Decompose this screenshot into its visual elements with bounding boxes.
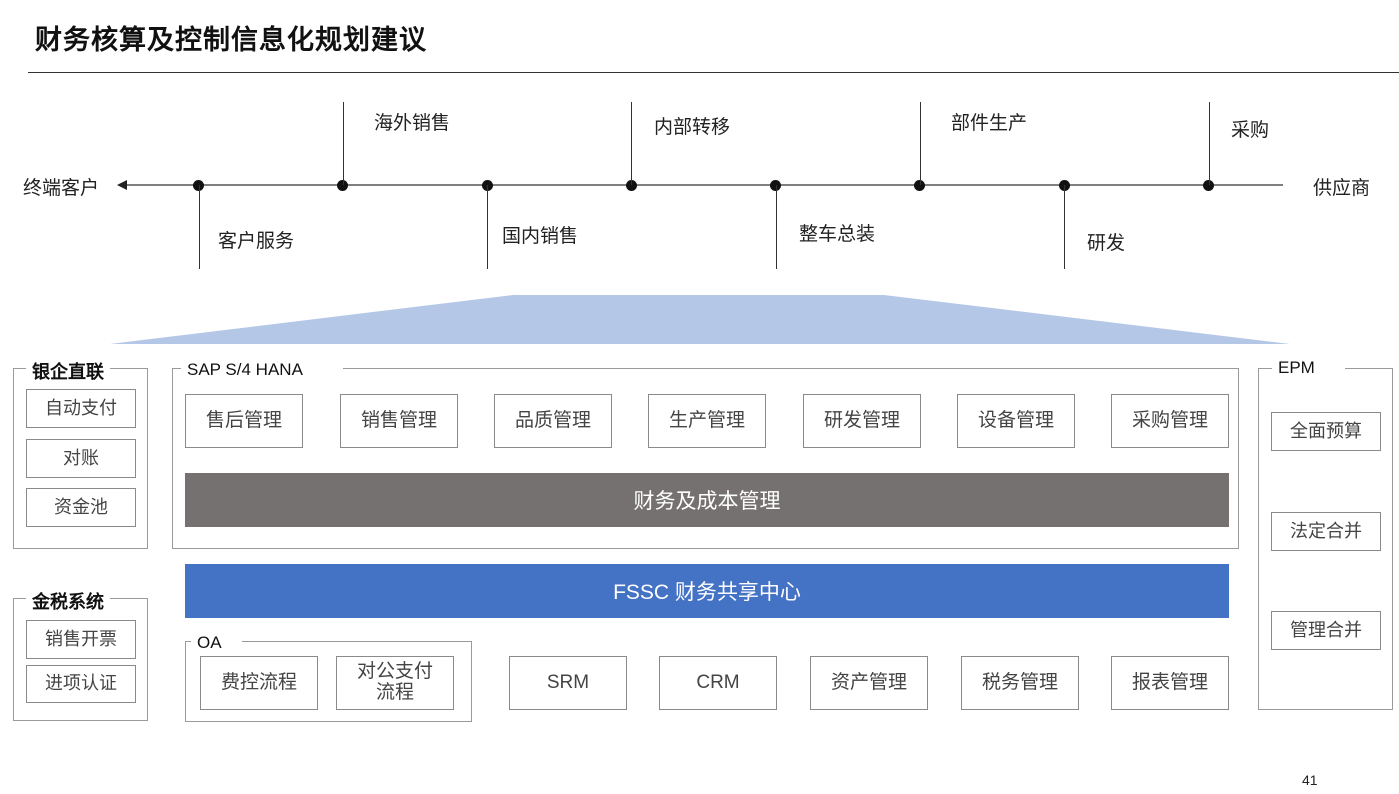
timeline-node [1203, 180, 1214, 191]
module-rnd: 研发管理 [803, 394, 921, 448]
module-production: 生产管理 [648, 394, 766, 448]
timeline-label-vehicle-assembly: 整车总装 [799, 224, 876, 245]
timeline-branch [631, 102, 632, 185]
corporate-payment-flow-box: 对公支付 流程 [336, 656, 454, 710]
oa-title: OA [191, 633, 242, 653]
timeline-end-customer: 终端客户 [23, 178, 100, 199]
reconciliation-box: 对账 [26, 439, 136, 478]
page-number: 41 [1302, 772, 1318, 788]
tax-management-box: 税务管理 [961, 656, 1079, 710]
timeline-axis [117, 180, 1283, 190]
timeline-label-overseas-sales: 海外销售 [374, 113, 451, 134]
asset-management-box: 资产管理 [810, 656, 928, 710]
timeline-branch [487, 185, 488, 269]
golden-tax-title: 金税系统 [26, 588, 110, 614]
page-title: 财务核算及控制信息化规划建议 [35, 25, 427, 55]
projection-trapezoid [110, 295, 1290, 344]
timeline-label-customer-service: 客户服务 [218, 231, 295, 252]
module-after-sales: 售后管理 [185, 394, 303, 448]
module-quality: 品质管理 [494, 394, 612, 448]
timeline-node [337, 180, 348, 191]
srm-box: SRM [509, 656, 627, 710]
timeline-branch [199, 185, 200, 269]
timeline-node [193, 180, 204, 191]
timeline-branch [343, 102, 344, 185]
auto-payment-box: 自动支付 [26, 389, 136, 428]
comprehensive-budget-box: 全面预算 [1271, 412, 1381, 451]
management-consolidation-box: 管理合并 [1271, 611, 1381, 650]
report-management-box: 报表管理 [1111, 656, 1229, 710]
module-sales: 销售管理 [340, 394, 458, 448]
timeline-label-internal-transfer: 内部转移 [654, 117, 731, 138]
cash-pool-box: 资金池 [26, 488, 136, 527]
timeline-end-supplier: 供应商 [1313, 178, 1371, 199]
timeline-node [626, 180, 637, 191]
fssc-bar: FSSC 财务共享中心 [185, 564, 1229, 618]
module-procurement: 采购管理 [1111, 394, 1229, 448]
crm-box: CRM [659, 656, 777, 710]
timeline-branch [920, 102, 921, 185]
statutory-consolidation-box: 法定合并 [1271, 512, 1381, 551]
timeline-branch [776, 185, 777, 269]
bank-enterprise-title: 银企直联 [26, 358, 110, 384]
sap-title: SAP S/4 HANA [181, 360, 343, 380]
timeline-label-domestic-sales: 国内销售 [502, 226, 579, 247]
timeline-label-procurement: 采购 [1231, 120, 1270, 141]
input-certification-box: 进项认证 [26, 665, 136, 703]
timeline-node [914, 180, 925, 191]
expense-control-flow-box: 费控流程 [200, 656, 318, 710]
timeline-branch [1064, 185, 1065, 269]
module-equipment: 设备管理 [957, 394, 1075, 448]
timeline-node [770, 180, 781, 191]
timeline-label-rnd: 研发 [1087, 233, 1126, 254]
title-divider [28, 72, 1399, 73]
finance-cost-management-bar: 财务及成本管理 [185, 473, 1229, 527]
timeline-branch [1209, 102, 1210, 185]
sales-invoicing-box: 销售开票 [26, 620, 136, 659]
timeline-label-parts-production: 部件生产 [951, 113, 1028, 134]
epm-title: EPM [1272, 358, 1345, 378]
